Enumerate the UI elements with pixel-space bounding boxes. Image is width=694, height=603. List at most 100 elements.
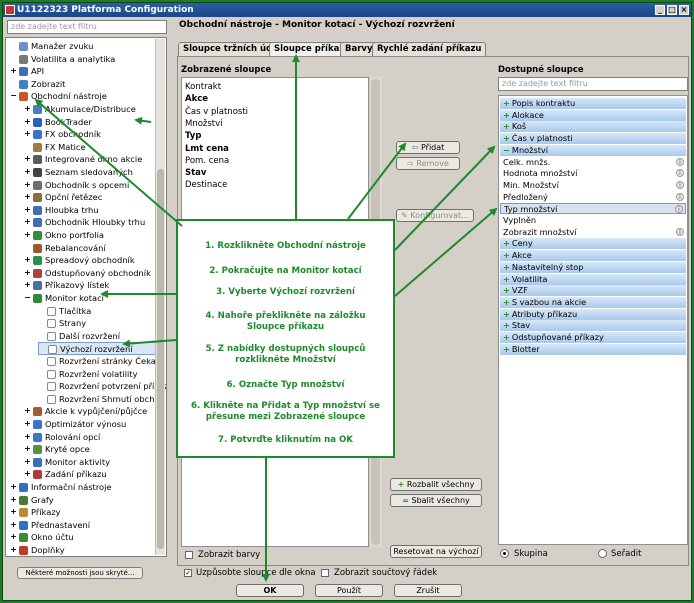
tree-item[interactable]: +Monitor aktivity bbox=[24, 456, 156, 469]
tree-item[interactable]: +Přednastavení bbox=[10, 519, 156, 532]
tree-item[interactable]: Rozvržení stránky Čekajíc bbox=[38, 355, 165, 368]
expand-icon[interactable]: + bbox=[24, 230, 31, 239]
tree-item[interactable]: +Zadání příkazu bbox=[24, 468, 156, 481]
expand-icon[interactable]: + bbox=[24, 419, 31, 428]
info-icon[interactable]: i bbox=[675, 205, 683, 214]
apply-button[interactable]: Použít bbox=[315, 584, 383, 597]
group-radio[interactable] bbox=[500, 549, 509, 558]
tree-item[interactable]: Tlačítka bbox=[38, 305, 156, 318]
tree-item[interactable]: +Příkazový lístek bbox=[24, 279, 156, 292]
tree-item[interactable]: +API bbox=[10, 65, 156, 78]
expand-icon[interactable]: + bbox=[503, 109, 510, 120]
tree-item[interactable]: +Doplňky bbox=[10, 544, 156, 556]
info-icon[interactable]: i bbox=[676, 192, 684, 201]
available-columns-list[interactable]: +Popis kontraktu+Alokace+Koš+Čas v platn… bbox=[498, 95, 688, 545]
available-category[interactable]: +Ceny bbox=[500, 238, 686, 250]
available-category[interactable]: +Odstupňované příkazy bbox=[500, 332, 686, 343]
displayed-column-item[interactable]: Kontrakt bbox=[185, 82, 222, 92]
tree-item[interactable]: +Okno portfolia bbox=[24, 229, 156, 242]
expand-icon[interactable]: + bbox=[10, 532, 17, 542]
tree-item[interactable]: Výchozí rozvržení bbox=[38, 342, 156, 356]
expand-icon[interactable]: + bbox=[24, 456, 31, 466]
tree-item[interactable]: Rozvržení potvrzení příkaz bbox=[38, 380, 166, 393]
collapse-all-button[interactable]: = Sbalit všechny bbox=[390, 494, 482, 507]
tree-item[interactable]: +Seznam sledovaných bbox=[24, 166, 156, 179]
expand-icon[interactable]: + bbox=[24, 280, 31, 290]
remove-button[interactable]: ⇨ Remove bbox=[396, 157, 460, 170]
tree-item[interactable]: +Grafy bbox=[10, 494, 156, 507]
expand-icon[interactable]: + bbox=[24, 217, 31, 227]
tree-item[interactable]: +Informační nástroje bbox=[10, 481, 156, 494]
reset-default-button[interactable]: Resetovat na výchozí bbox=[390, 545, 482, 558]
expand-icon[interactable]: + bbox=[503, 308, 510, 319]
displayed-column-item[interactable]: Stav bbox=[185, 168, 207, 179]
tree-item[interactable]: +Integrované okno akcie bbox=[24, 153, 156, 166]
minimize-icon[interactable]: _ bbox=[655, 5, 665, 15]
tree-item[interactable]: +Odstupňovaný obchodník bbox=[24, 267, 156, 280]
tree-scrollbar[interactable] bbox=[155, 39, 165, 555]
info-icon[interactable]: i bbox=[676, 169, 684, 178]
displayed-column-item[interactable]: Čas v platnosti bbox=[185, 106, 249, 117]
available-category[interactable]: +Koš bbox=[500, 121, 686, 133]
tree-item[interactable]: −Monitor kotací bbox=[24, 292, 156, 305]
expand-icon[interactable]: + bbox=[24, 204, 31, 214]
show-colors-checkbox[interactable] bbox=[185, 551, 193, 559]
ok-button[interactable]: OK bbox=[236, 584, 304, 597]
available-filter-input[interactable]: zde zadejte text filtru bbox=[498, 77, 688, 91]
cancel-button[interactable]: Zrušit bbox=[394, 584, 462, 597]
tree-item[interactable]: Volatilita a analytika bbox=[10, 53, 156, 66]
tree-item[interactable]: +BookTrader bbox=[24, 116, 156, 129]
expand-icon[interactable]: + bbox=[24, 167, 31, 176]
available-category[interactable]: +Volatilita bbox=[500, 273, 686, 285]
expand-icon[interactable]: + bbox=[24, 469, 31, 479]
tree-filter-input[interactable]: zde zadejte text filtru bbox=[7, 20, 167, 34]
expand-icon[interactable]: + bbox=[503, 238, 510, 249]
displayed-column-item[interactable]: Akce bbox=[185, 94, 209, 105]
title-bar[interactable]: U1122323 Platforma Configuration _ □ × bbox=[3, 3, 691, 17]
available-category[interactable]: −Množství bbox=[500, 144, 686, 156]
tree-item[interactable]: +Okno účtu bbox=[10, 531, 156, 544]
expand-icon[interactable]: + bbox=[10, 66, 17, 76]
expand-icon[interactable]: + bbox=[503, 343, 510, 354]
expand-icon[interactable]: + bbox=[503, 121, 510, 132]
tree-item[interactable]: Rozvržení volatility bbox=[38, 368, 156, 381]
close-icon[interactable]: × bbox=[679, 5, 689, 15]
hidden-options-button[interactable]: Některé možnosti jsou skryté... bbox=[17, 567, 143, 579]
tab-quick-order-entry[interactable]: Rychlé zadání příkazu bbox=[372, 42, 487, 56]
expand-icon[interactable]: + bbox=[10, 507, 17, 517]
displayed-column-item[interactable]: Typ bbox=[185, 131, 202, 142]
collapse-icon[interactable]: − bbox=[24, 293, 31, 302]
tree-item[interactable]: Zobrazit bbox=[10, 78, 156, 91]
expand-icon[interactable]: + bbox=[503, 261, 510, 272]
expand-icon[interactable]: + bbox=[10, 482, 17, 491]
tree-item[interactable]: +FX obchodník bbox=[24, 128, 156, 141]
available-category[interactable]: +Blotter bbox=[500, 343, 686, 355]
available-category[interactable]: +Alokace bbox=[500, 109, 686, 121]
expand-icon[interactable]: + bbox=[24, 431, 31, 441]
displayed-column-item[interactable]: Lmt cena bbox=[185, 143, 229, 154]
expand-icon[interactable]: + bbox=[24, 129, 31, 139]
info-icon[interactable]: i bbox=[676, 227, 684, 236]
expand-icon[interactable]: + bbox=[24, 154, 31, 164]
expand-icon[interactable]: + bbox=[24, 179, 31, 189]
expand-icon[interactable]: + bbox=[24, 267, 31, 277]
sort-radio[interactable] bbox=[598, 549, 607, 558]
tree-item[interactable]: Rebalancování bbox=[24, 242, 156, 255]
expand-icon[interactable]: + bbox=[503, 98, 510, 108]
tree-item[interactable]: +Optimizátor výnosu bbox=[24, 418, 156, 431]
displayed-column-item[interactable]: Destinace bbox=[185, 180, 228, 191]
tree-item[interactable]: +Spreadový obchodník bbox=[24, 254, 156, 267]
expand-icon[interactable]: + bbox=[503, 296, 510, 307]
available-column-item[interactable]: Celk. mnžs.i bbox=[500, 157, 686, 168]
expand-icon[interactable]: + bbox=[10, 519, 17, 529]
available-category[interactable]: +Nastavitelný stop bbox=[500, 261, 686, 273]
collapse-icon[interactable]: − bbox=[503, 144, 510, 155]
collapse-icon[interactable]: − bbox=[10, 91, 17, 101]
tree-item[interactable]: FX Matice bbox=[24, 141, 156, 154]
adapt-columns-checkbox[interactable]: ✓ bbox=[184, 569, 192, 577]
available-category[interactable]: +Akce bbox=[500, 250, 686, 262]
